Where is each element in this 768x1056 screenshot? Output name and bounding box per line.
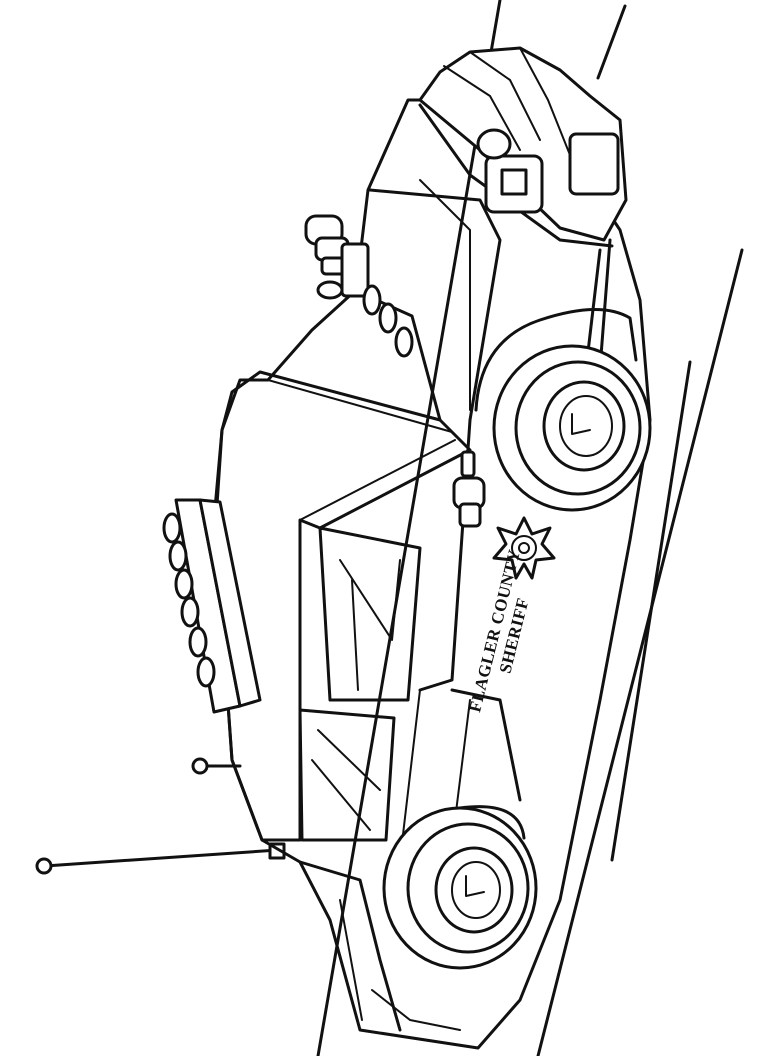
car-body (212, 98, 652, 1050)
siren (304, 214, 414, 358)
front-wheel (474, 308, 652, 512)
rear-wheel (382, 805, 538, 970)
badge-icon (492, 516, 556, 580)
light-bar (162, 498, 262, 714)
front-bumper (418, 46, 628, 242)
side-mirror (452, 450, 486, 528)
antenna (35, 757, 286, 875)
